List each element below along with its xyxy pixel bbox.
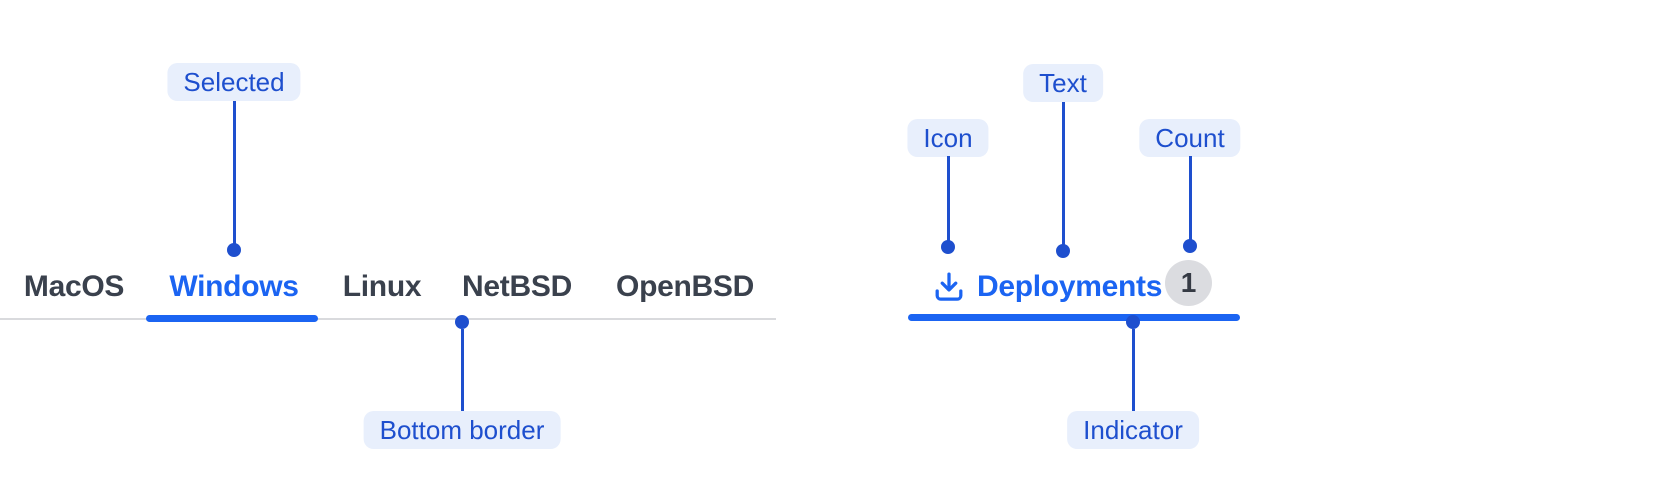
connector-line-count bbox=[1189, 156, 1192, 241]
connector-dot-indicator bbox=[1126, 315, 1140, 329]
selected-tab-underline bbox=[146, 315, 318, 322]
download-icon bbox=[935, 272, 963, 301]
tab-macos[interactable]: MacOS bbox=[23, 270, 125, 303]
tab-linux[interactable]: Linux bbox=[342, 270, 422, 303]
tab-windows[interactable]: Windows bbox=[169, 270, 299, 303]
annotation-bottom-border-label: Bottom border bbox=[363, 411, 561, 449]
annotation-count-label: Count bbox=[1139, 119, 1241, 157]
connector-dot-selected bbox=[227, 243, 241, 257]
tab-openbsd[interactable]: OpenBSD bbox=[616, 270, 754, 303]
annotation-icon-label: Icon bbox=[907, 119, 989, 157]
connector-line-text bbox=[1062, 102, 1065, 245]
tabs-bottom-border bbox=[0, 318, 776, 320]
connector-dot-count bbox=[1183, 239, 1197, 253]
connector-line-icon bbox=[947, 156, 950, 242]
connector-dot-text bbox=[1056, 244, 1070, 258]
tab-label: Deployments bbox=[977, 270, 1163, 303]
connector-line-selected bbox=[233, 101, 236, 244]
connector-line-bottom-border bbox=[461, 329, 464, 411]
annotation-text-label: Text bbox=[1023, 64, 1103, 102]
connector-line-indicator bbox=[1132, 329, 1135, 411]
tab-netbsd[interactable]: NetBSD bbox=[462, 270, 572, 303]
selected-tab-indicator bbox=[908, 314, 1240, 321]
connector-dot-icon bbox=[941, 240, 955, 254]
annotation-indicator-label: Indicator bbox=[1067, 411, 1199, 449]
annotation-selected-label: Selected bbox=[167, 63, 301, 101]
badge-count-value: 1 bbox=[1180, 267, 1197, 298]
connector-dot-bottom-border bbox=[455, 315, 469, 329]
notification-count-badge: 1 bbox=[1165, 260, 1212, 306]
